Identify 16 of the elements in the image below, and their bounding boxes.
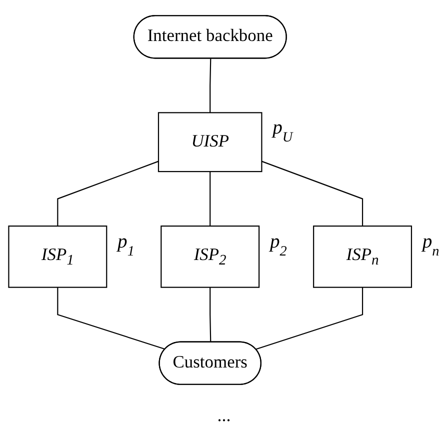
connector [262,160,364,226]
ellipsis-text: ... [217,405,231,425]
node-box: ISP$_{2}$ [160,226,260,288]
connector [256,287,364,350]
node-box: ISP$_{n}$ [313,226,412,288]
connector [210,172,211,226]
node-box: ISP$_{1}$ [8,226,108,288]
node-box: UISP [158,112,262,172]
connector [57,287,166,350]
connector [210,287,212,342]
connector [57,160,159,226]
price-label: p$_{n}$ [422,232,440,260]
price-label: p$_{1}$ [118,232,134,260]
connector [210,58,212,113]
price-label: p$_{U}$ [272,117,293,146]
price-label: p$_{2}$ [270,232,287,260]
